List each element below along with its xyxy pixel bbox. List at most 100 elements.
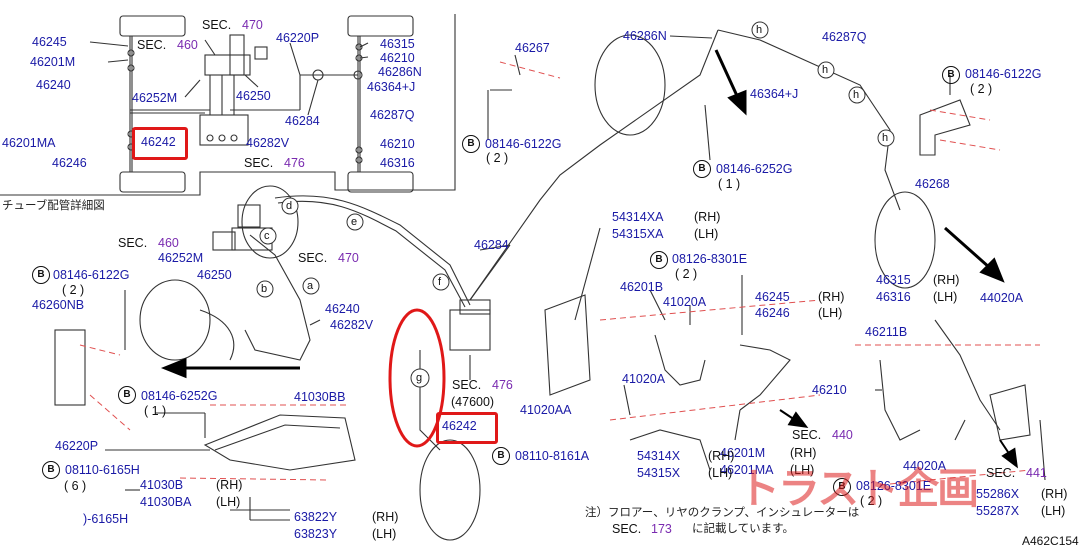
rh-46245: (RH) xyxy=(818,290,845,304)
qty-1-mid: ( 1 ) xyxy=(718,177,741,191)
qty-1-left: ( 1 ) xyxy=(144,404,167,418)
sec-441-num: 441 xyxy=(1026,466,1047,480)
qty-2-08126-bottom: ( 2 ) xyxy=(860,494,883,508)
part-46315: 46315 xyxy=(876,273,911,287)
part-46287Q: 46287Q xyxy=(822,30,867,44)
connector-a: a xyxy=(307,280,314,292)
part-55286X: 55286X xyxy=(976,487,1020,501)
inset-part-46242: 46242 xyxy=(141,135,176,149)
tube-detail-caption: チューブ配管詳細図 xyxy=(2,200,105,212)
inset-sec-470-label: SEC. xyxy=(202,18,232,32)
footnote-line1: 注）フロアー、リヤのクランプ、インシュレーターは xyxy=(585,507,860,519)
connector-e: e xyxy=(351,216,358,228)
rear-brake-upper xyxy=(594,34,666,136)
sec-441-label: SEC. xyxy=(986,466,1016,480)
inset-part-46287Q: 46287Q xyxy=(370,108,415,122)
main-tube-46284 xyxy=(469,29,719,301)
part-46245: 46245 xyxy=(755,290,790,304)
lh-54315XA: (LH) xyxy=(694,227,719,241)
sec-470-label: SEC. xyxy=(298,251,328,265)
qty-2-08126-top: ( 2 ) xyxy=(675,267,698,281)
highlight-inset-46242 xyxy=(132,127,188,160)
inset-sec-476-num: 476 xyxy=(284,156,305,170)
insulator-41030B xyxy=(203,414,356,471)
connector-c: c xyxy=(264,230,270,242)
part-47600: (47600) xyxy=(451,395,495,409)
part-41030B: 41030B xyxy=(140,478,184,492)
bolt-b-icon-8: B xyxy=(42,461,60,479)
connector-d: d xyxy=(286,200,293,212)
bolt-b-icon-5: B xyxy=(32,266,50,284)
watermark-logo: トラスト企画 xyxy=(738,464,979,513)
sec-470-num: 470 xyxy=(338,251,359,265)
connector-h-1: h xyxy=(756,24,763,36)
inset-part-46210b: 46210 xyxy=(380,137,415,151)
front-left-brake xyxy=(139,279,211,361)
highlight-46242 xyxy=(436,412,498,444)
part-46252M: 46252M xyxy=(158,251,204,265)
lh-41030BA: (LH) xyxy=(216,495,241,509)
part-46268: 46268 xyxy=(915,177,950,191)
part-46267: 46267 xyxy=(515,41,550,55)
brake-booster xyxy=(241,185,299,259)
part-46250: 46250 xyxy=(197,268,232,282)
part-46260NB: 46260NB xyxy=(32,298,85,312)
part-54315X: 54315X xyxy=(637,466,681,480)
connector-g: g xyxy=(416,372,423,384)
part-46240: 46240 xyxy=(325,302,360,316)
sec-476-label: SEC. xyxy=(452,378,482,392)
sec-460-label: SEC. xyxy=(118,236,148,250)
part-46286N: 46286N xyxy=(623,29,667,43)
sec-440-num: 440 xyxy=(832,428,853,442)
inset-master-cylinder xyxy=(204,54,251,76)
bolt-08126-8301E-bottom: 08126-8301E xyxy=(856,479,932,493)
bolt-b-icon-4: B xyxy=(650,251,668,269)
part-46201B: 46201B xyxy=(620,280,664,294)
part-63823Y: 63823Y xyxy=(294,527,338,541)
part-54315XA: 54315XA xyxy=(612,227,664,241)
bolt-b-icon-6: B xyxy=(118,386,136,404)
bolt-08146-6122G-top: 08146-6122G xyxy=(485,137,562,151)
rh-54314XA: (RH) xyxy=(694,210,721,224)
part-46364J: 46364+J xyxy=(750,87,799,101)
part-44020A-bottom: 44020A xyxy=(903,459,947,473)
bolt-b-icon-2: B xyxy=(462,135,480,153)
part-44020A: 44020A xyxy=(980,291,1024,305)
hose-46201M xyxy=(739,344,791,411)
part-46284: 46284 xyxy=(474,238,509,252)
footnote-line2: に記載しています。 xyxy=(692,523,795,535)
bracket-46260NB xyxy=(54,329,86,406)
bolt-08146-6122G-left: 08146-6122G xyxy=(53,268,130,282)
part-46210: 46210 xyxy=(812,383,847,397)
part-41030BB: 41030BB xyxy=(294,390,346,404)
part-46282V: 46282V xyxy=(330,318,374,332)
part-55287X: 55287X xyxy=(976,504,1020,518)
inset-sec-460-num: 460 xyxy=(177,38,198,52)
rh-63822Y: (RH) xyxy=(372,510,399,524)
bolt-08146-6122G-right: 08146-6122G xyxy=(965,67,1042,81)
bolt-08146-6252G-left: 08146-6252G xyxy=(141,389,218,403)
inset-sec-460-label: SEC. xyxy=(137,38,167,52)
inset-part-46240: 46240 xyxy=(36,78,71,92)
inset-part-46210: 46210 xyxy=(380,51,415,65)
inset-part-46245: 46245 xyxy=(32,35,67,49)
rear-brake-right xyxy=(874,191,936,289)
bolt-6165H-cut: )-6165H xyxy=(83,512,129,526)
part-46201M: 46201M xyxy=(720,446,766,460)
inset-wheel-top-right xyxy=(347,15,414,37)
bolt-08110-8161A: 08110-8161A xyxy=(515,449,590,463)
qty-2-left: ( 2 ) xyxy=(62,283,85,297)
inset-part-46220P: 46220P xyxy=(276,31,320,45)
inset-wheel-top-left xyxy=(119,15,186,37)
part-41020A-top: 41020A xyxy=(663,295,707,309)
part-54314XA: 54314XA xyxy=(612,210,664,224)
rh-55286X: (RH) xyxy=(1041,487,1068,501)
sec-476-num: 476 xyxy=(492,378,513,392)
rh-46201M: (RH) xyxy=(790,446,817,460)
bolt-b-icon-3: B xyxy=(693,160,711,178)
connector-f: f xyxy=(438,276,442,288)
lh-46201MA: (LH) xyxy=(790,463,815,477)
part-54314X: 54314X xyxy=(637,449,681,463)
